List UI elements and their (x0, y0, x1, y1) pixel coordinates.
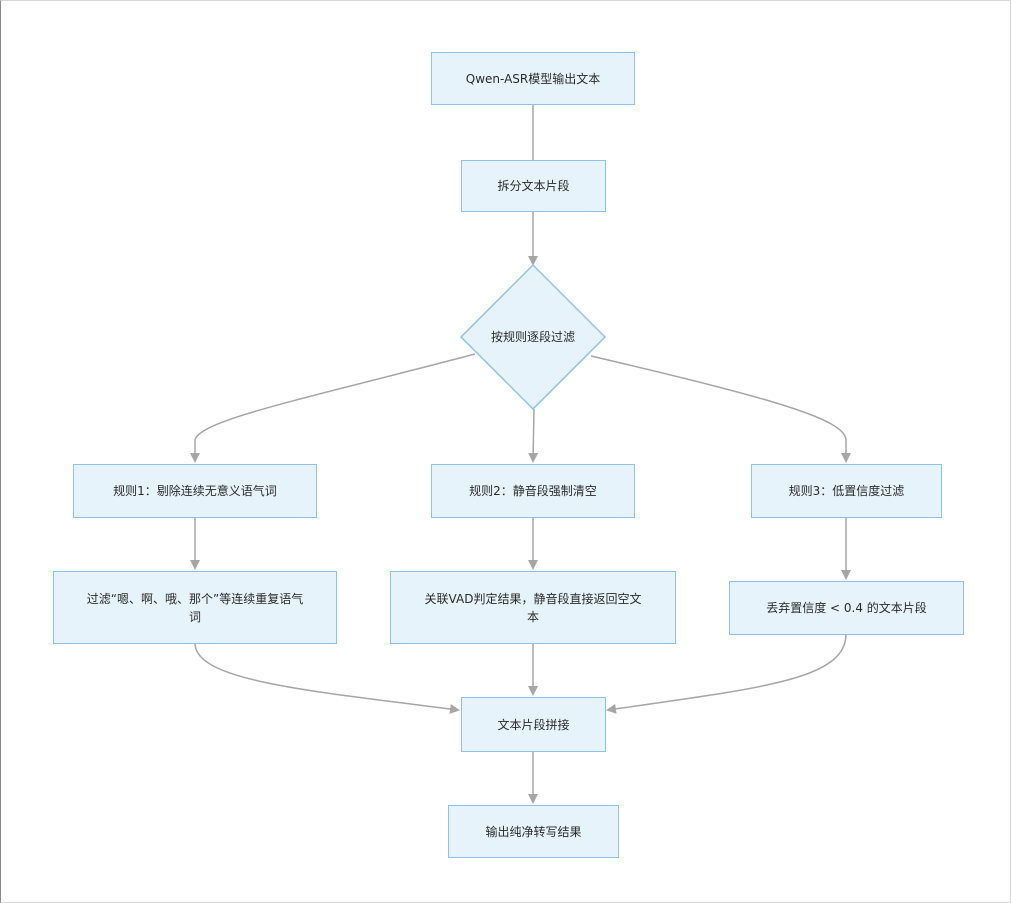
node-start: Qwen-ASR模型输出文本 (431, 52, 635, 105)
node-output-result: 输出纯净转写结果 (448, 805, 619, 858)
edge-action3-merge (606, 633, 847, 714)
node-action-3: 丢弃置信度 < 0.4 的文本片段 (729, 581, 964, 635)
edge-decision-rule1 (190, 353, 476, 463)
node-merge-segments: 文本片段拼接 (461, 697, 606, 752)
node-action-2: 关联VAD判定结果，静音段直接返回空文本 (390, 571, 676, 644)
decision-diamond (459, 263, 607, 411)
node-rule-2: 规则2：静音段强制清空 (431, 464, 635, 518)
edge-action1-merge (194, 642, 460, 714)
node-rule-1: 规则1：剔除连续无意义语气词 (73, 464, 317, 518)
node-split-text: 拆分文本片段 (461, 160, 606, 212)
edge-decision-rule3 (590, 355, 851, 463)
node-filter-decision: 按规则逐段过滤 (490, 330, 575, 344)
node-action-1: 过滤“嗯、啊、哦、那个”等连续重复语气词 (53, 571, 337, 644)
edge-decision-rule2 (528, 408, 539, 463)
node-rule-3: 规则3：低置信度过滤 (751, 464, 942, 518)
